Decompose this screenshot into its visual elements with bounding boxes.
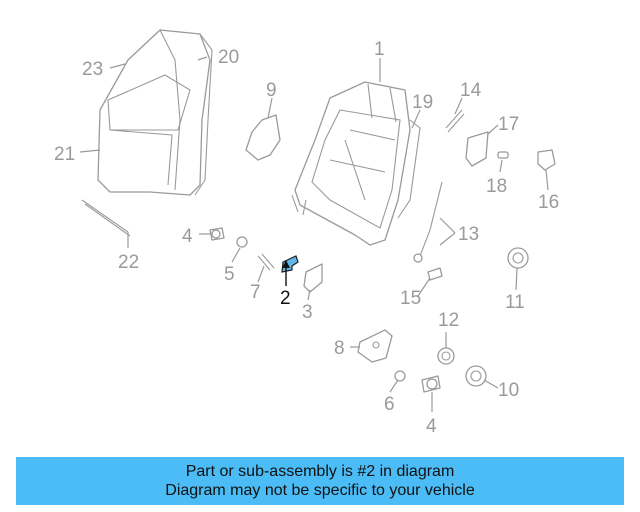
label-23: 23 (82, 59, 103, 80)
label-9: 9 (266, 80, 277, 101)
label-3: 3 (302, 302, 313, 323)
label-2[interactable]: 2 (280, 288, 291, 309)
label-8: 8 (334, 338, 345, 359)
cover-part-17 (465, 131, 489, 167)
label-22: 22 (118, 252, 139, 273)
label-6: 6 (384, 394, 395, 415)
label-21: 21 (54, 144, 75, 165)
label-16: 16 (538, 192, 559, 213)
plate-part-3 (303, 263, 323, 293)
gear-part-10 (465, 365, 487, 387)
bolt-part-4-lower (421, 375, 441, 393)
ring-part-12 (437, 347, 455, 365)
knob-part-16 (537, 149, 556, 171)
exploded-parts-diagram: 1 19 9 20 23 21 22 4 5 7 2 3 8 6 4 10 12… (54, 29, 559, 437)
label-12: 12 (438, 310, 459, 331)
label-14: 14 (460, 80, 482, 101)
bolt-part-4-upper (209, 227, 225, 241)
label-10: 10 (498, 380, 519, 401)
seat-back-cushion (97, 29, 213, 196)
banner-line-disclaimer: Diagram may not be specific to your vehi… (165, 482, 475, 499)
label-11: 11 (505, 292, 525, 313)
label-1: 1 (374, 39, 385, 60)
seat-back-frame (291, 81, 421, 246)
cable-part-13 (413, 181, 443, 263)
label-20: 20 (218, 47, 239, 68)
bracket-part-9 (245, 114, 281, 161)
bracket-part-8 (357, 329, 393, 363)
seat-back-rod (81, 199, 131, 237)
cap-part-6 (394, 370, 406, 382)
washer-part-5 (236, 236, 248, 248)
spring-part-7 (257, 253, 275, 271)
label-4-lower: 4 (426, 416, 437, 437)
label-15: 15 (400, 288, 421, 309)
leader-lines (79, 56, 549, 412)
label-7: 7 (250, 282, 261, 303)
label-5: 5 (224, 264, 235, 285)
clip-part-18 (497, 151, 509, 159)
label-19: 19 (412, 92, 433, 113)
label-4-upper: 4 (182, 226, 193, 247)
spring-part-14 (445, 109, 465, 133)
banner-line-part: Part or sub-assembly is #2 in diagram (185, 463, 455, 480)
gear-part-11 (507, 247, 529, 269)
info-banner: Part or sub-assembly is #2 in diagram Di… (16, 457, 624, 505)
cap-part-15 (427, 267, 443, 281)
label-18: 18 (486, 176, 507, 197)
label-13: 13 (458, 224, 479, 245)
label-17: 17 (498, 114, 519, 135)
